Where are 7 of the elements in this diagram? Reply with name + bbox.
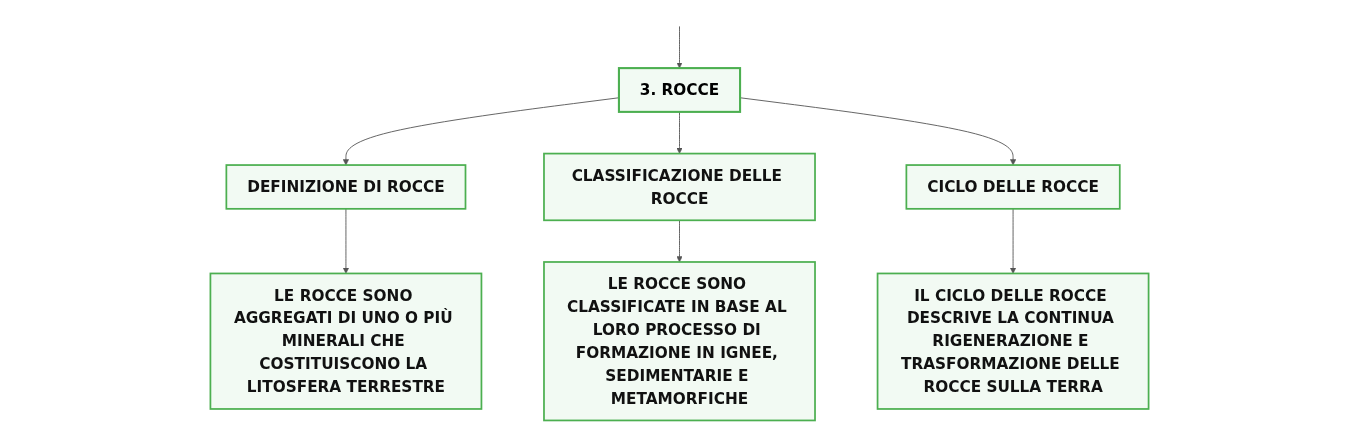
- node-box: LE ROCCE SONO CLASSIFICATE IN BASE AL LORO PROCESSO DI FORMAZIONE IN IGNEE, SEDIMENTARIE E METAMORFICHE: [543, 261, 816, 422]
- node-box: LE ROCCE SONO AGGREGATI DI UNO O PIÙ MINERALI CHE COSTITUISCONO LA LITOSFERA TERRESTRE: [209, 272, 483, 410]
- node-box: DEFINIZIONE DI ROCCE: [225, 164, 467, 210]
- node-box: IL CICLO DELLE ROCCE DESCRIVE LA CONTINUA RIGENERAZIONE E TRASFORMAZIONE DELLE ROCCE SULLA TERRA: [876, 272, 1150, 410]
- node-box: CLASSIFICAZIONE DELLE ROCCE: [543, 152, 816, 222]
- node-box: CICLO DELLE ROCCE: [905, 164, 1121, 210]
- node-box: 3. ROCCE: [617, 67, 742, 113]
